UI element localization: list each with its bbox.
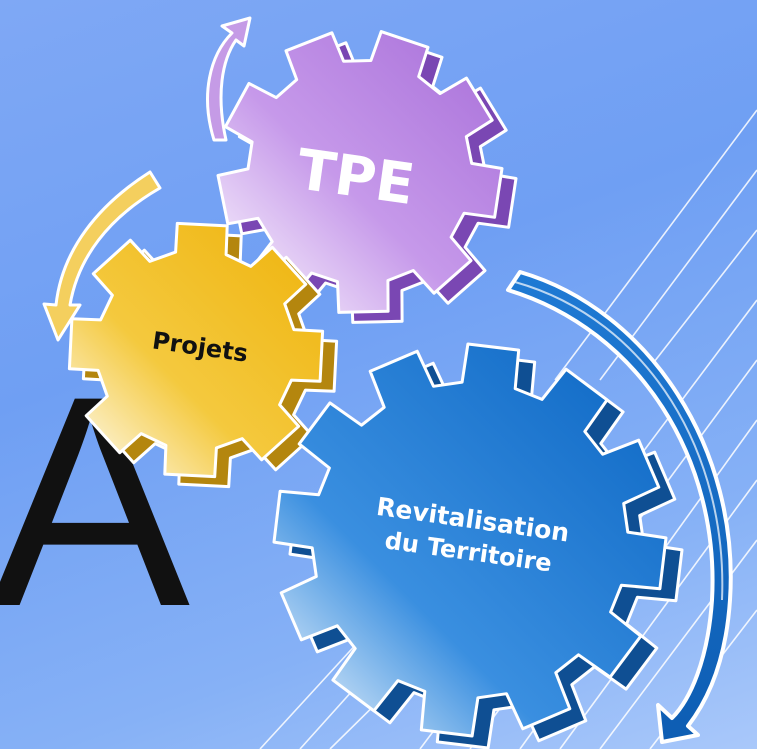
tpe-cycle-arrow: [206, 16, 252, 142]
revitalisation-cycle-arrow: [506, 270, 733, 744]
diagonal-line: [554, 109, 757, 381]
diagonal-line: [639, 229, 757, 381]
revitalisation-gear: Revitalisation du Territoire: [272, 342, 684, 749]
projets-gear: Projets: [67, 221, 339, 489]
tpe-gear: TPE: [216, 30, 518, 324]
tpe-gear-label: TPE: [293, 137, 418, 218]
projets-cycle-arrow: [42, 170, 162, 342]
diagonal-line: [259, 639, 361, 749]
